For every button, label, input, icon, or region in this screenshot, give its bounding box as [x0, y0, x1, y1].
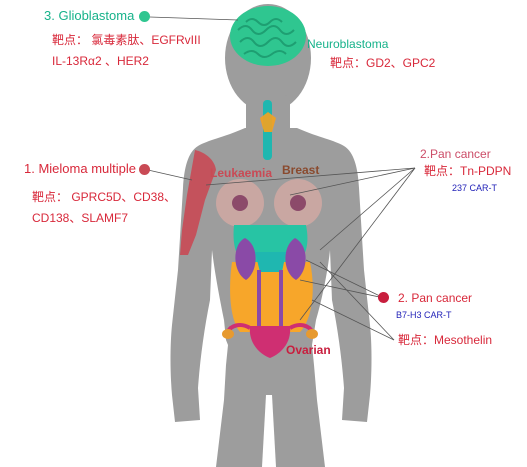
- pan-cancer-top-car: 237 CAR-T: [452, 183, 498, 193]
- mieloma-targets-line1: 靶点： GPRC5D、CD38、: [32, 190, 177, 204]
- glioblastoma-dot: [139, 11, 150, 22]
- breast-label: Breast: [282, 163, 320, 177]
- arm-muscle: [180, 150, 216, 255]
- glioblastoma-targets-line1: 靶点： 氯毒素肽、EGFRvIII: [52, 33, 201, 47]
- brain: [230, 6, 306, 66]
- pan-cancer-bottom-car: B7-H3 CAR-T: [396, 310, 452, 320]
- left-ureter: [257, 270, 261, 330]
- right-kidney: [285, 238, 306, 280]
- leukaemia-label: Leukaemia: [210, 166, 273, 180]
- pan-cancer-bottom-dot: [378, 292, 389, 303]
- glioblastoma-targets-line2: IL-13Rα2 、HER2: [52, 54, 149, 68]
- mieloma-targets-line2: CD138、SLAMF7: [32, 211, 129, 225]
- ovarian-label: Ovarian: [286, 343, 331, 357]
- neuroblastoma-title: Neuroblastoma: [307, 37, 389, 51]
- pan-cancer-bottom-title: 2. Pan cancer: [398, 291, 473, 305]
- neuroblastoma-targets: 靶点：GD2、GPC2: [330, 56, 436, 70]
- mesothelin-targets: 靶点：Mesothelin: [398, 333, 493, 347]
- mieloma-dot: [139, 164, 150, 175]
- liver: [230, 262, 313, 332]
- left-kidney: [235, 238, 256, 280]
- connector-lines: [147, 16, 416, 341]
- pan-cancer-top-title: 2.Pan cancer: [420, 147, 491, 161]
- uterus: [222, 323, 318, 358]
- stomach: [255, 252, 286, 272]
- glioblastoma-title: 3. Glioblastoma: [44, 8, 135, 23]
- neck-gland: [260, 112, 276, 132]
- mieloma-title: 1. Mieloma multiple: [24, 161, 136, 176]
- right-ureter: [279, 270, 283, 330]
- pan-cancer-top-targets: 靶点：Tn-PDPN: [424, 164, 512, 178]
